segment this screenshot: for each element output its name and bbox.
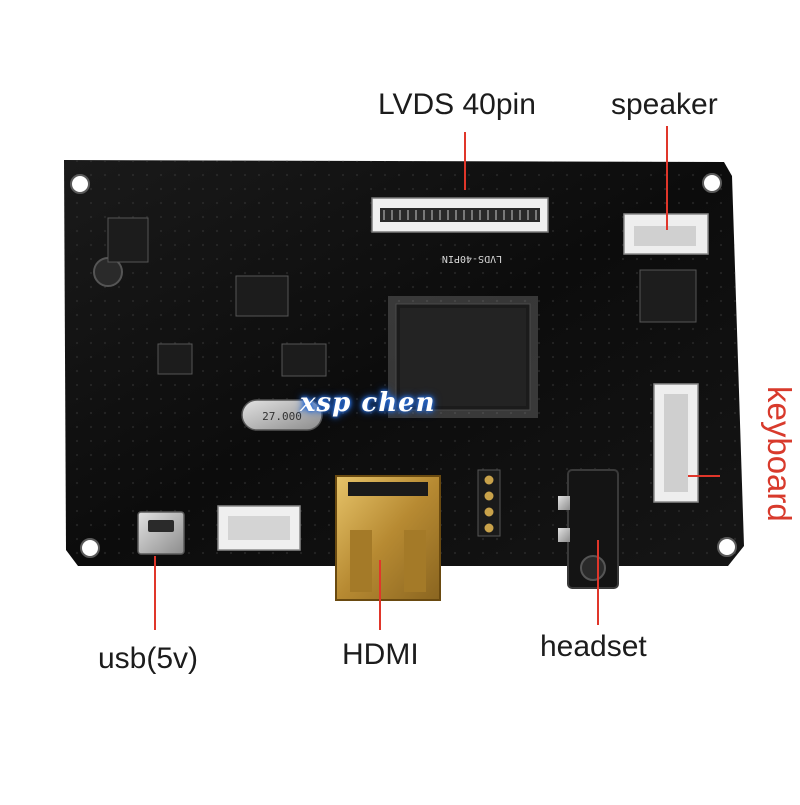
leader-lines [154, 126, 720, 630]
ic-chip [235, 275, 289, 317]
speaker-label: speaker [611, 88, 718, 121]
jst-connector [217, 505, 301, 551]
lvds-connector [371, 197, 549, 233]
ic-chip [107, 217, 149, 263]
usb-port [137, 511, 185, 555]
ic-chip [157, 343, 193, 375]
pin-header [477, 469, 501, 537]
headset-label: headset [540, 630, 647, 663]
keyboard-label: keyboard [761, 386, 798, 522]
mounting-holes [70, 173, 737, 558]
speaker-connector [623, 213, 709, 255]
main-chip [388, 296, 538, 418]
ic-chip [281, 343, 327, 377]
amp-chip [639, 269, 697, 323]
keyboard-connector [653, 383, 699, 503]
lvds-label: LVDS 40pin [378, 88, 536, 121]
lvds-silkscreen: LVDS-40PIN [442, 253, 502, 264]
usb-label: usb(5v) [98, 642, 199, 675]
hdmi-connector [335, 475, 441, 601]
headset-jack [558, 469, 619, 589]
watermark: xsp chen [300, 388, 436, 418]
svg-text:27.000: 27.000 [262, 410, 302, 423]
hdmi-label: HDMI [342, 638, 419, 671]
crystal: 27.000 [241, 399, 323, 431]
